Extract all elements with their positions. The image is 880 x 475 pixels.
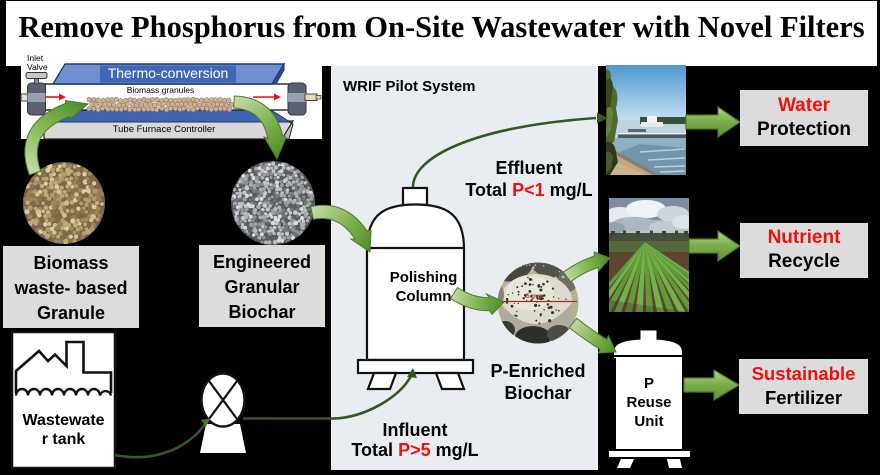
svg-text:5 mm: 5 mm [526,293,543,300]
